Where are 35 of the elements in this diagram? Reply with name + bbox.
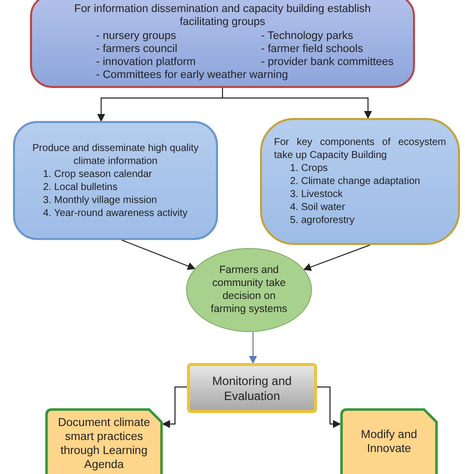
- arrow: [303, 244, 370, 271]
- node-text: 1. Crop season calendar: [43, 168, 152, 180]
- arrow: [222, 88, 372, 119]
- arrow: [162, 386, 188, 428]
- process-box: [13, 121, 218, 240]
- arrow: [249, 332, 257, 364]
- node-text: - innovation platform: [96, 56, 196, 68]
- node-text: Monitoring and Evaluation: [211, 374, 293, 404]
- node-text: For key components of ecosystem take up Capacity Building: [274, 136, 446, 162]
- node-text: 4. Year-round awareness activity: [43, 208, 188, 218]
- node-text: 1. Crops: [290, 163, 328, 174]
- node-text: 2. Local bulletins: [43, 182, 118, 192]
- node-text: - provider bank committees: [261, 56, 394, 68]
- node-text: 3. Monthly village mission: [43, 194, 157, 206]
- node-text: Document climate smart practices through Learning Agenda: [56, 416, 152, 472]
- arrow: [316, 386, 341, 428]
- node-text: - farmers council: [96, 43, 178, 55]
- snipped-corner-box: [45, 408, 163, 474]
- node-text: - farmer field schools: [261, 43, 364, 55]
- node-text: 5. agroforestry: [290, 215, 354, 226]
- node-text: - Technology parks: [261, 30, 354, 42]
- node-text: 4. Soil water: [290, 202, 346, 213]
- process-box: [187, 363, 317, 413]
- process-box: [30, 0, 415, 88]
- node-text: 2. Climate change adaptation: [290, 176, 420, 187]
- node-text: - nursery groups: [96, 30, 176, 42]
- node-text: Produce and disseminate high quality climate information: [31, 142, 200, 168]
- arrow: [121, 240, 196, 270]
- node-text: - Committees for early weather warning: [96, 69, 288, 81]
- node-text: For information dissemination and capacity building establish facilitating groups: [73, 3, 372, 29]
- node-text: Farmers and community take decision on farming systems: [210, 264, 288, 316]
- node-text: 3. Livestock: [290, 189, 343, 200]
- snipped-corner-box: [340, 408, 438, 474]
- node-text: Modify and Innovate: [360, 428, 418, 456]
- process-box: [260, 118, 460, 245]
